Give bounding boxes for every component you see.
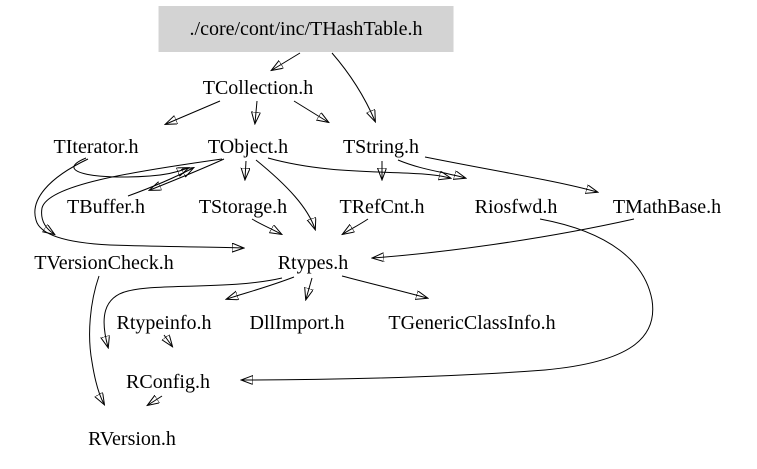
edge-trefcnt-to-rtypes bbox=[343, 218, 369, 234]
node-tgenericclassinfo[interactable]: TGenericClassInfo.h bbox=[388, 312, 556, 334]
node-thashtable: ./core/cont/inc/THashTable.h bbox=[158, 6, 454, 52]
edge-tcollection-to-titerator bbox=[166, 100, 221, 124]
edge-tobject-to-riosfwd bbox=[267, 157, 450, 178]
node-rconfig[interactable]: RConfig.h bbox=[126, 371, 210, 393]
node-tstorage[interactable]: TStorage.h bbox=[198, 196, 288, 218]
node-rtypeinfo[interactable]: Rtypeinfo.h bbox=[116, 312, 212, 334]
node-riosfwd[interactable]: Riosfwd.h bbox=[474, 196, 558, 218]
node-titerator[interactable]: TIterator.h bbox=[53, 136, 139, 158]
node-tbuffer[interactable]: TBuffer.h bbox=[67, 196, 145, 218]
edge-rtypes-to-rtypeinfo bbox=[227, 276, 295, 299]
edge-rtypes-to-tgenericclassinfo bbox=[341, 275, 427, 298]
edge-tstring-to-riosfwd bbox=[397, 159, 465, 178]
node-tstring[interactable]: TString.h bbox=[342, 136, 420, 158]
edge-riosfwd-to-rconfig bbox=[242, 218, 654, 380]
edge-titerator-to-tobject bbox=[73, 157, 188, 178]
node-tcollection[interactable]: TCollection.h bbox=[202, 77, 314, 99]
edge-rtypes-to-rconfig bbox=[104, 277, 283, 347]
edge-tcollection-to-tobject bbox=[255, 100, 257, 123]
edge-thashtable-to-tstring bbox=[331, 52, 375, 121]
edge-tobject-to-rtypes bbox=[255, 159, 315, 229]
node-rtypes[interactable]: Rtypes.h bbox=[277, 252, 349, 274]
node-rversion[interactable]: RVersion.h bbox=[88, 428, 176, 450]
edge-rtypes-to-dllimport bbox=[306, 277, 312, 299]
node-dllimport[interactable]: DllImport.h bbox=[249, 312, 345, 334]
edge-tstorage-to-rtypes bbox=[251, 218, 281, 234]
edge-tobject-to-tstorage bbox=[245, 160, 246, 179]
edge-tobject-to-tbuffer bbox=[150, 158, 225, 190]
edge-tstring-to-tmathbase bbox=[424, 156, 597, 192]
edge-tmathbase-to-rtypes bbox=[373, 218, 635, 258]
node-tmathbase[interactable]: TMathBase.h bbox=[612, 196, 722, 218]
edge-tcollection-to-tstring bbox=[293, 100, 328, 122]
edge-tobject-to-tversioncheck bbox=[41, 158, 223, 234]
edge-tversioncheck-to-rversion bbox=[89, 275, 104, 404]
edge-thashtable-to-tcollection bbox=[272, 52, 301, 70]
edge-rtypeinfo-to-rconfig bbox=[164, 335, 172, 346]
node-tobject[interactable]: TObject.h bbox=[207, 136, 289, 158]
edge-rconfig-to-rversion bbox=[148, 396, 163, 405]
edge-titerator-to-rtypes bbox=[34, 158, 243, 248]
node-trefcnt[interactable]: TRefCnt.h bbox=[339, 196, 425, 218]
node-tversioncheck[interactable]: TVersionCheck.h bbox=[34, 252, 174, 274]
